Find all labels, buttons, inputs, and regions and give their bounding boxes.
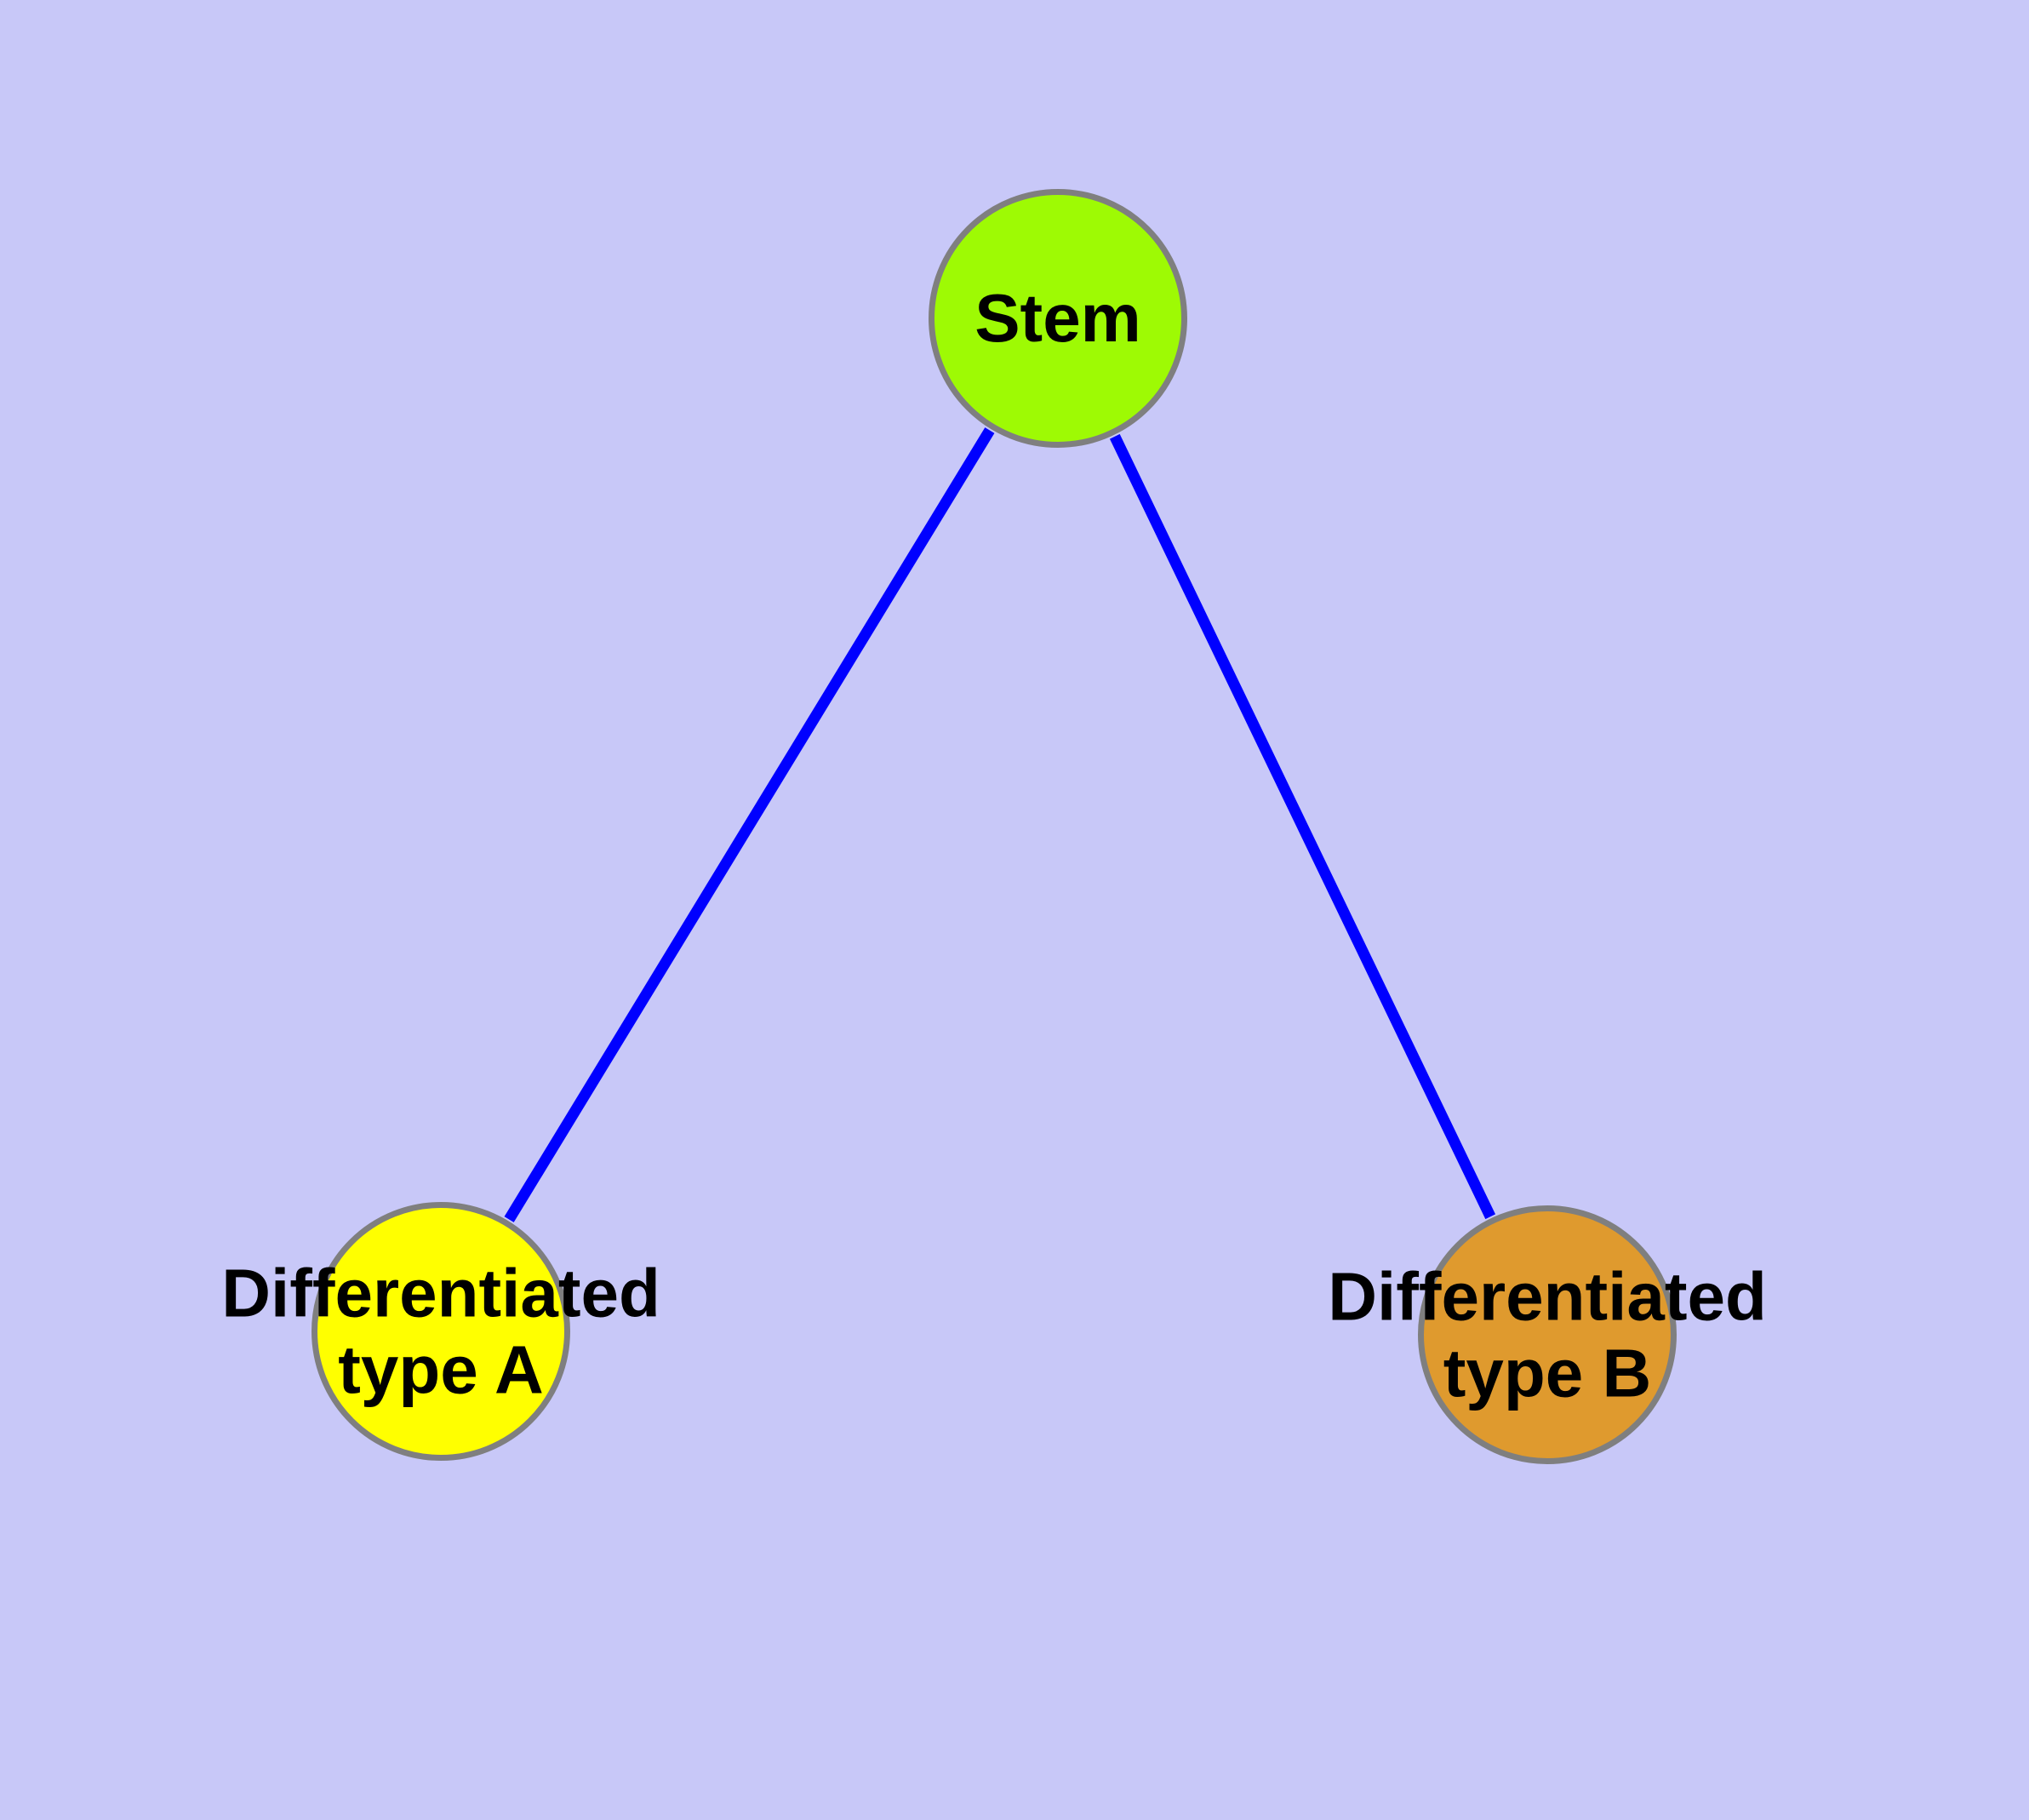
edge-stem-to-diff-a	[504, 427, 995, 1222]
node-stem[interactable]	[929, 189, 1187, 448]
node-diff-b[interactable]	[1418, 1205, 1677, 1464]
node-diff-a[interactable]	[311, 1202, 570, 1461]
edge-stem-to-diff-b	[1109, 433, 1496, 1220]
